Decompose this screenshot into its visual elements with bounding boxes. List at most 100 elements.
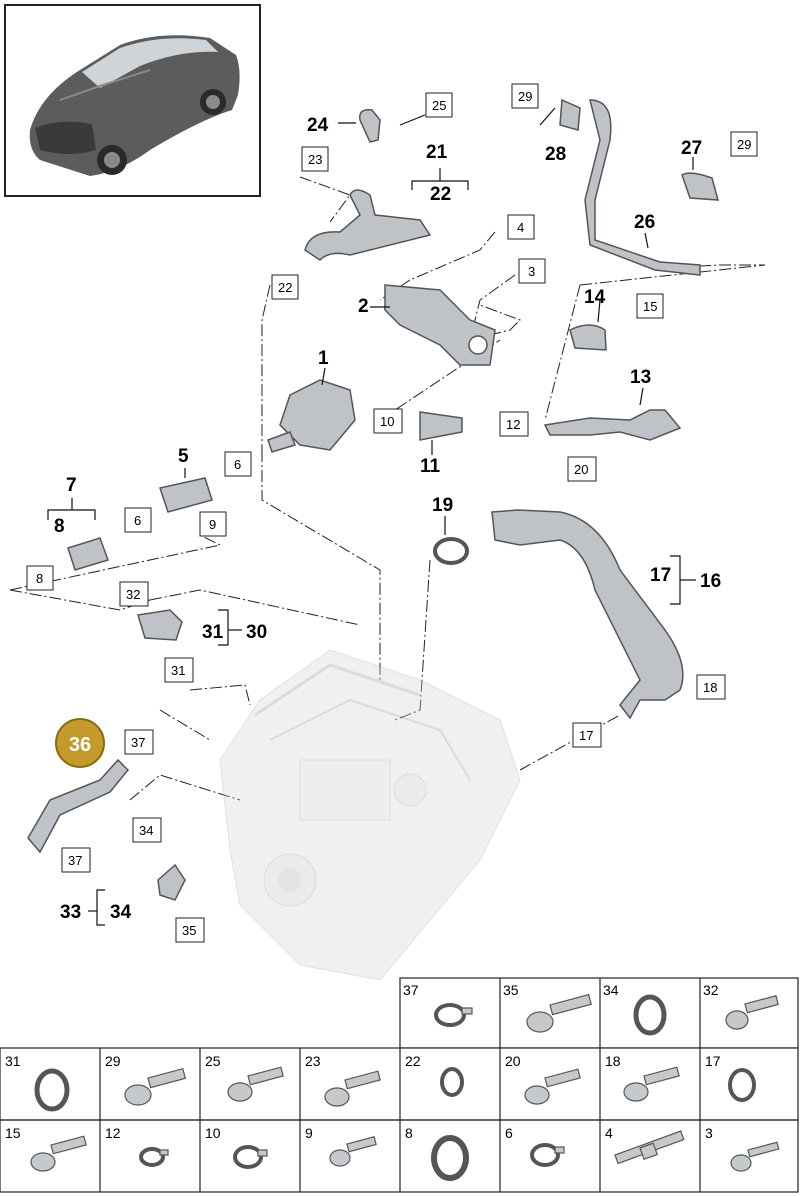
hardware-icons <box>30 993 780 1181</box>
box-37b: 37 <box>61 847 91 873</box>
svg-text:9: 9 <box>209 517 216 532</box>
parts-table <box>0 977 799 1193</box>
svg-text:10: 10 <box>380 414 394 429</box>
cell-r1-c4: 32 <box>703 982 719 998</box>
parts-table-labels: 37 35 34 32 31 29 25 23 22 20 18 17 15 1… <box>5 982 721 1141</box>
box-29b: 29 <box>730 131 758 157</box>
label-1: 1 <box>318 348 329 369</box>
svg-text:32: 32 <box>126 587 140 602</box>
box-9: 9 <box>199 511 227 537</box>
vehicle-thumbnail <box>4 4 261 197</box>
seal-ring-icon <box>633 994 667 1036</box>
svg-text:6: 6 <box>234 457 241 472</box>
box-29a: 29 <box>511 83 539 109</box>
svg-text:3: 3 <box>528 264 535 279</box>
label-22: 22 <box>430 184 451 205</box>
box-17: 17 <box>572 722 602 748</box>
cell-r3-c4: 9 <box>305 1125 313 1141</box>
screw-icon <box>730 1141 780 1172</box>
label-19: 19 <box>432 495 453 516</box>
svg-text:17: 17 <box>579 728 593 743</box>
box-37a: 37 <box>124 729 154 755</box>
label-27: 27 <box>681 138 702 159</box>
clamp-icon <box>434 1003 473 1027</box>
svg-text:8: 8 <box>36 571 43 586</box>
cell-r2-c8: 17 <box>705 1053 721 1069</box>
label-14: 14 <box>584 287 606 308</box>
svg-text:23: 23 <box>308 152 322 167</box>
box-6a: 6 <box>224 451 252 477</box>
svg-text:31: 31 <box>171 663 185 678</box>
cell-r2-c1: 31 <box>5 1053 21 1069</box>
bold-labels: 24 21 22 28 27 26 2 14 1 13 11 5 7 8 19 … <box>54 115 721 923</box>
box-10: 10 <box>373 408 403 434</box>
box-20: 20 <box>567 456 597 482</box>
label-30: 30 <box>246 622 267 643</box>
box-23: 23 <box>301 146 329 172</box>
cell-r3-c2: 12 <box>105 1125 121 1141</box>
cell-r3-c3: 10 <box>205 1125 221 1141</box>
bracket-lines <box>47 107 696 926</box>
badge-36-text: 36 <box>69 734 91 756</box>
cell-r2-c4: 23 <box>305 1053 321 1069</box>
label-33: 33 <box>60 902 81 923</box>
part-drawings <box>27 98 720 901</box>
cell-r3-c6: 6 <box>505 1125 513 1141</box>
svg-text:34: 34 <box>139 823 153 838</box>
cell-r3-c8: 3 <box>705 1125 713 1141</box>
label-2: 2 <box>358 296 369 317</box>
highlight-badge-36[interactable]: 36 <box>55 718 105 768</box>
box-15: 15 <box>636 293 664 319</box>
svg-text:37: 37 <box>68 853 82 868</box>
box-12: 12 <box>499 411 529 437</box>
box-34: 34 <box>132 817 162 843</box>
cell-r2-c7: 18 <box>605 1053 621 1069</box>
bolt-icon <box>329 1136 377 1167</box>
box-4: 4 <box>507 214 535 240</box>
bolt-icon <box>227 1066 284 1102</box>
engine-block <box>219 649 521 981</box>
svg-text:29: 29 <box>518 89 532 104</box>
label-8: 8 <box>54 516 65 537</box>
label-21: 21 <box>426 142 448 163</box>
cell-r2-c3: 25 <box>205 1053 221 1069</box>
seal-ring-icon <box>431 1135 469 1181</box>
box-8: 8 <box>26 565 54 591</box>
cell-r2-c6: 20 <box>505 1053 521 1069</box>
label-7: 7 <box>66 475 77 496</box>
box-31: 31 <box>164 657 194 683</box>
boxed-labels: 25 23 29 29 4 3 22 15 10 12 6 6 9 8 20 3… <box>26 83 758 943</box>
svg-text:18: 18 <box>703 680 717 695</box>
svg-text:20: 20 <box>574 462 588 477</box>
seal-ring-icon <box>440 1067 464 1097</box>
box-18: 18 <box>696 674 726 700</box>
cell-r3-c5: 8 <box>405 1125 413 1141</box>
cell-r3-c7: 4 <box>605 1125 613 1141</box>
cell-r1-c2: 35 <box>503 982 519 998</box>
clamp-icon <box>530 1143 565 1167</box>
bolt-icon <box>124 1067 187 1106</box>
svg-text:6: 6 <box>134 513 141 528</box>
svg-text:37: 37 <box>131 735 145 750</box>
bolt-icon <box>324 1070 381 1107</box>
cell-r2-c2: 29 <box>105 1053 121 1069</box>
box-6b: 6 <box>124 507 152 533</box>
stud-icon <box>614 1130 685 1165</box>
cell-r2-c5: 22 <box>405 1053 421 1069</box>
label-24: 24 <box>307 115 329 136</box>
svg-text:12: 12 <box>506 417 520 432</box>
svg-text:4: 4 <box>517 220 524 235</box>
label-31: 31 <box>202 622 224 643</box>
bolt-icon <box>524 1068 581 1105</box>
cell-r3-c1: 15 <box>5 1125 21 1141</box>
cell-r1-c3: 34 <box>603 982 619 998</box>
box-35: 35 <box>175 917 205 943</box>
label-5: 5 <box>178 446 189 467</box>
bolt-icon <box>623 1066 680 1102</box>
label-11: 11 <box>420 456 441 477</box>
cell-r1-c1: 37 <box>403 982 419 998</box>
label-16: 16 <box>700 571 721 592</box>
label-28: 28 <box>545 144 566 165</box>
box-25: 25 <box>425 92 453 118</box>
